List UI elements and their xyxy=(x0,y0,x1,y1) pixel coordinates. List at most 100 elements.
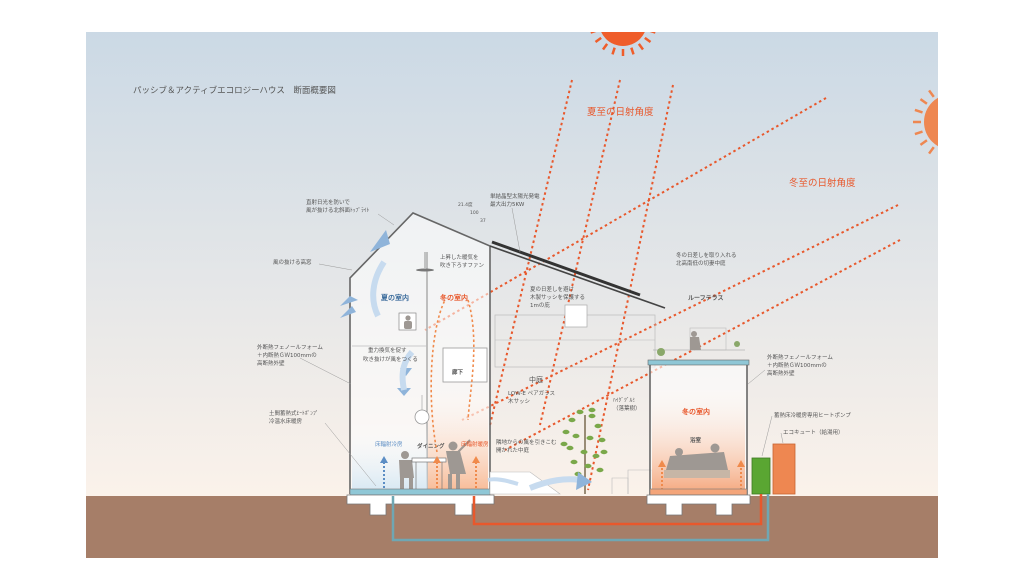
summer-angle-label: 夏至の日射角度 xyxy=(587,106,654,118)
leaf xyxy=(586,435,594,441)
summer-room-label: 夏の室内 xyxy=(380,293,409,302)
winter-sun-rays xyxy=(424,97,901,451)
pendant-lamp-icon xyxy=(414,395,430,425)
right-foundation xyxy=(646,494,751,516)
person-silhouette-icon xyxy=(690,331,701,350)
eco-cute-unit xyxy=(772,443,796,495)
wall-right-note-3: 高断熱外壁 xyxy=(767,369,795,377)
wall-right-note-2: ＋内断熱ＧＷ100mmの xyxy=(767,361,827,369)
north-skylight-note: 直射日光を防いで xyxy=(306,198,350,206)
eaves-note: 夏の日差しを避け xyxy=(530,285,575,293)
leaf xyxy=(572,433,580,439)
person-silhouette-icon xyxy=(398,312,471,494)
sun-ray xyxy=(645,2,651,6)
leaf xyxy=(560,441,568,447)
deciduous-note-2: （落葉樹） xyxy=(613,404,641,412)
leaf xyxy=(576,409,584,415)
leaf xyxy=(580,449,588,455)
sun-ray xyxy=(928,146,935,155)
leaf xyxy=(588,413,596,419)
bather-silhouette-icon xyxy=(664,443,730,478)
left-floor-slab xyxy=(349,488,491,496)
sun-ray xyxy=(977,140,983,145)
leaf xyxy=(596,467,604,473)
leaf xyxy=(598,437,606,443)
sun-ray xyxy=(630,47,635,55)
courtyard: 中庭 xyxy=(487,304,656,495)
fan-note-2: 吹き下ろすファン xyxy=(440,261,485,269)
sun-ray xyxy=(590,32,597,34)
fan-note: 上昇した暖気を xyxy=(440,253,479,261)
summer-sun-icon xyxy=(590,2,656,56)
sun-ray xyxy=(637,43,644,51)
roof-value-1: 21.4度 xyxy=(458,201,473,208)
leaf xyxy=(566,445,574,451)
low-e-note-2: 木サッシ xyxy=(508,397,530,405)
sun-ray xyxy=(919,139,928,146)
wind-ceiling-note: 風の抜ける高窓 xyxy=(273,258,312,266)
cool-air-arrows xyxy=(380,456,388,488)
leaf xyxy=(588,407,596,413)
sun-ray xyxy=(649,11,656,13)
right-house: 冬の室内 浴室 xyxy=(646,327,796,516)
pv-note-2: 最大出力5KW xyxy=(490,200,525,208)
floor-heating-pipes xyxy=(391,494,770,542)
sun-ray xyxy=(611,47,616,55)
sun-ray xyxy=(591,11,598,13)
warm-floor-arrows xyxy=(658,460,745,490)
sun-ray xyxy=(594,36,602,43)
eaves-note-3: 1mの庇 xyxy=(530,301,550,309)
wall-right-note: 外断熱フェノールフォーム xyxy=(767,353,833,361)
dining-label: ダイニング xyxy=(417,442,445,450)
roof-terrace-slab xyxy=(647,359,750,366)
heat-pump-unit xyxy=(751,457,771,495)
winter-sun-icon xyxy=(913,85,989,159)
leaf xyxy=(568,417,576,423)
sun-ray xyxy=(940,85,942,93)
solar-panel xyxy=(491,240,641,297)
sun-ray xyxy=(970,90,975,96)
roof-line xyxy=(489,245,666,309)
dining-table xyxy=(411,457,447,490)
wall-left-note-2: ＋内断熱ＧＷ100mmの xyxy=(257,351,317,359)
winter-sun-note-2: 北高南低の切妻中庭 xyxy=(676,259,726,267)
sun-ray xyxy=(919,98,928,105)
annotations: 直射日光を防いで 風が抜ける北斜面ﾄｯﾌﾟﾗｲﾄ 21.4度 100 37 単結… xyxy=(257,192,851,487)
winter-room-label-right: 冬の室内 xyxy=(682,407,710,416)
corridor-sub: 重力換気を促す xyxy=(368,346,407,354)
ceiling-fan-icon xyxy=(416,252,434,272)
winter-room-label-left: 冬の室内 xyxy=(440,293,468,302)
sun-ray xyxy=(644,36,652,43)
eaves-note-2: 木製サッシを保護する xyxy=(530,293,585,301)
corridor-sub2: 吹き抜けが風をつくる xyxy=(363,355,418,363)
warm-circulation xyxy=(430,299,475,453)
heat-pump-note: 蓄熱床冷暖房専用ヒートポンプ xyxy=(774,411,851,419)
leaf xyxy=(570,459,578,465)
winter-sun-note: 冬の日差しを取り入れる xyxy=(676,251,737,259)
winter-angle-label: 冬至の日射角度 xyxy=(789,177,856,189)
plant-icon xyxy=(657,341,740,356)
north-skylight-note-2: 風が抜ける北斜面ﾄｯﾌﾟﾗｲﾄ xyxy=(306,206,370,214)
leaf xyxy=(584,463,592,469)
courtyard-label: 中庭 xyxy=(529,375,543,384)
wall-left-note: 外断熱フェノールフォーム xyxy=(257,343,323,351)
leaf xyxy=(562,429,570,435)
pv-note: 単結晶型太陽光発電 xyxy=(490,192,540,200)
earth-floor-note: 土間蓄熱式ﾋｰﾄﾎﾟﾝﾌﾟ xyxy=(269,409,319,417)
sun-ray xyxy=(981,132,989,134)
sun-ray xyxy=(962,151,964,159)
low-e-note: LOW-E ペアガラス xyxy=(508,389,555,397)
wall-left-note-3: 高断熱外壁 xyxy=(257,359,285,367)
sun-ray xyxy=(928,89,935,98)
sun-ray xyxy=(981,110,989,112)
neighbor-wind-note-2: 開かれた中庭 xyxy=(496,446,530,454)
sun-ray xyxy=(602,43,609,51)
ground xyxy=(86,496,938,558)
roof-value-2: 100 xyxy=(470,210,479,216)
radiant-cool-label: 床輻射冷房 xyxy=(375,440,403,448)
sun-ray xyxy=(962,85,964,93)
eco-cute-note: エコキュート（給湯用） xyxy=(783,428,844,436)
leaf xyxy=(594,423,602,429)
corridor-label: 廊下 xyxy=(452,368,464,376)
roof-terrace-label: ルーフテラス xyxy=(688,295,724,302)
